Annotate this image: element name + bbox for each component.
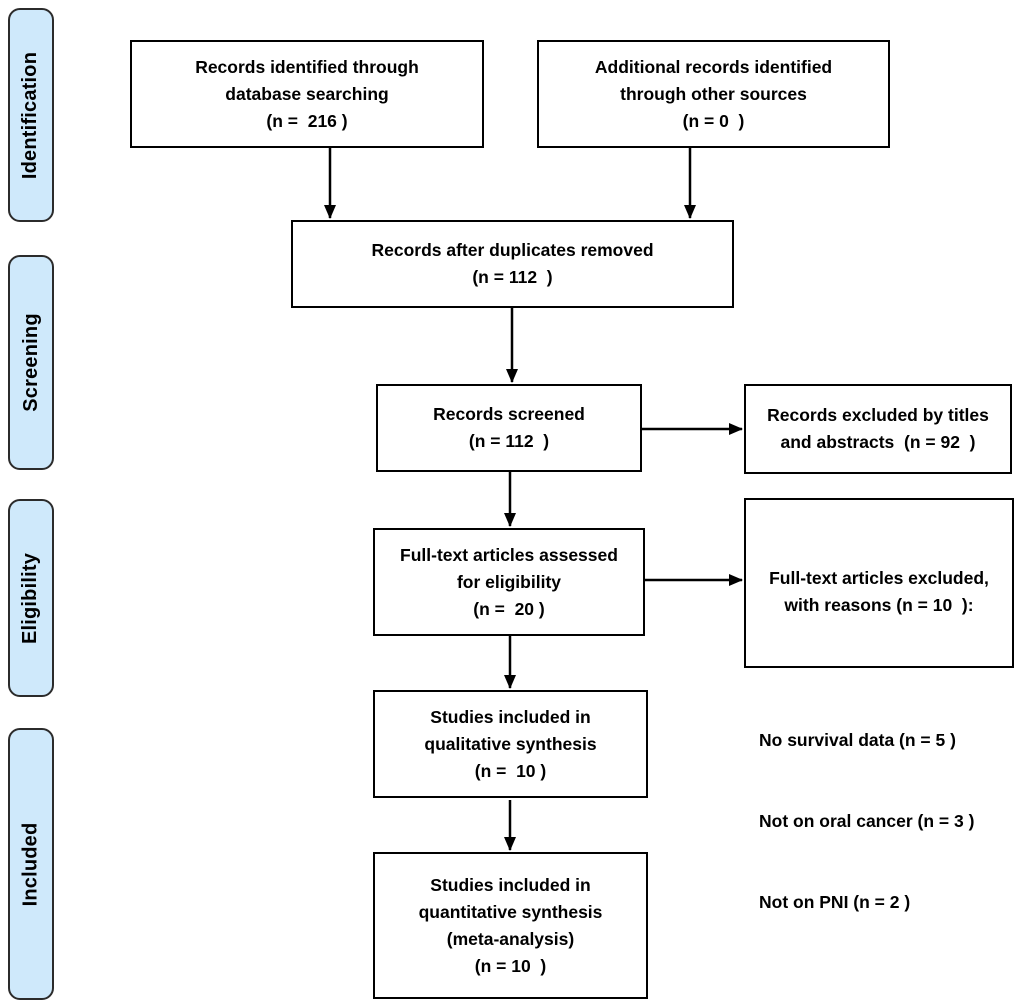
flow-box-additional-records: Additional records identified through ot… [537,40,890,148]
flow-box-text: Records after duplicates removed (n = 11… [371,240,654,287]
phase-label-identification: Identification [8,8,54,222]
flow-box-text: Studies included in qualitative synthesi… [424,706,597,781]
flow-box-quantitative-synthesis: Studies included in quantitative synthes… [373,852,648,999]
phase-label-text: Screening [19,313,42,412]
phase-label-eligibility: Eligibility [8,499,54,697]
flow-box-text: Full-text articles assessed for eligibil… [400,544,618,619]
flow-box-text: Records screened (n = 112 ) [433,404,585,451]
exclusion-reason: Not on oral cancer (n = 3 ) [759,811,975,831]
flow-box-duplicates-removed: Records after duplicates removed (n = 11… [291,220,734,308]
flow-box-qualitative-synthesis: Studies included in qualitative synthesi… [373,690,648,798]
flow-box-records-identified: Records identified through database sear… [130,40,484,148]
flow-box-records-screened: Records screened (n = 112 ) [376,384,642,472]
phase-label-text: Identification [19,51,42,179]
flow-box-text: Studies included in quantitative synthes… [418,874,603,976]
flow-box-fulltext-assessed: Full-text articles assessed for eligibil… [373,528,645,636]
flow-box-text: Records identified through database sear… [195,56,419,131]
flow-box-text: Records excluded by titles and abstracts… [767,405,989,452]
phase-label-text: Included [19,822,42,906]
exclusion-reasons: No survival data (n = 5 ) Not on oral ca… [754,673,1004,970]
exclusion-reason: No survival data (n = 5 ) [759,730,956,750]
flow-box-fulltext-excluded: Full-text articles excluded, with reason… [744,498,1014,912]
flow-box-records-excluded: Records excluded by titles and abstracts… [744,384,1012,474]
phase-label-included: Included [8,728,54,1000]
exclusion-reason: Not on PNI (n = 2 ) [759,892,911,912]
phase-label-text: Eligibility [19,552,42,644]
exclusion-title: Full-text articles excluded, with reason… [769,568,989,615]
flow-box-text: Additional records identified through ot… [594,56,833,131]
phase-label-screening: Screening [8,255,54,470]
